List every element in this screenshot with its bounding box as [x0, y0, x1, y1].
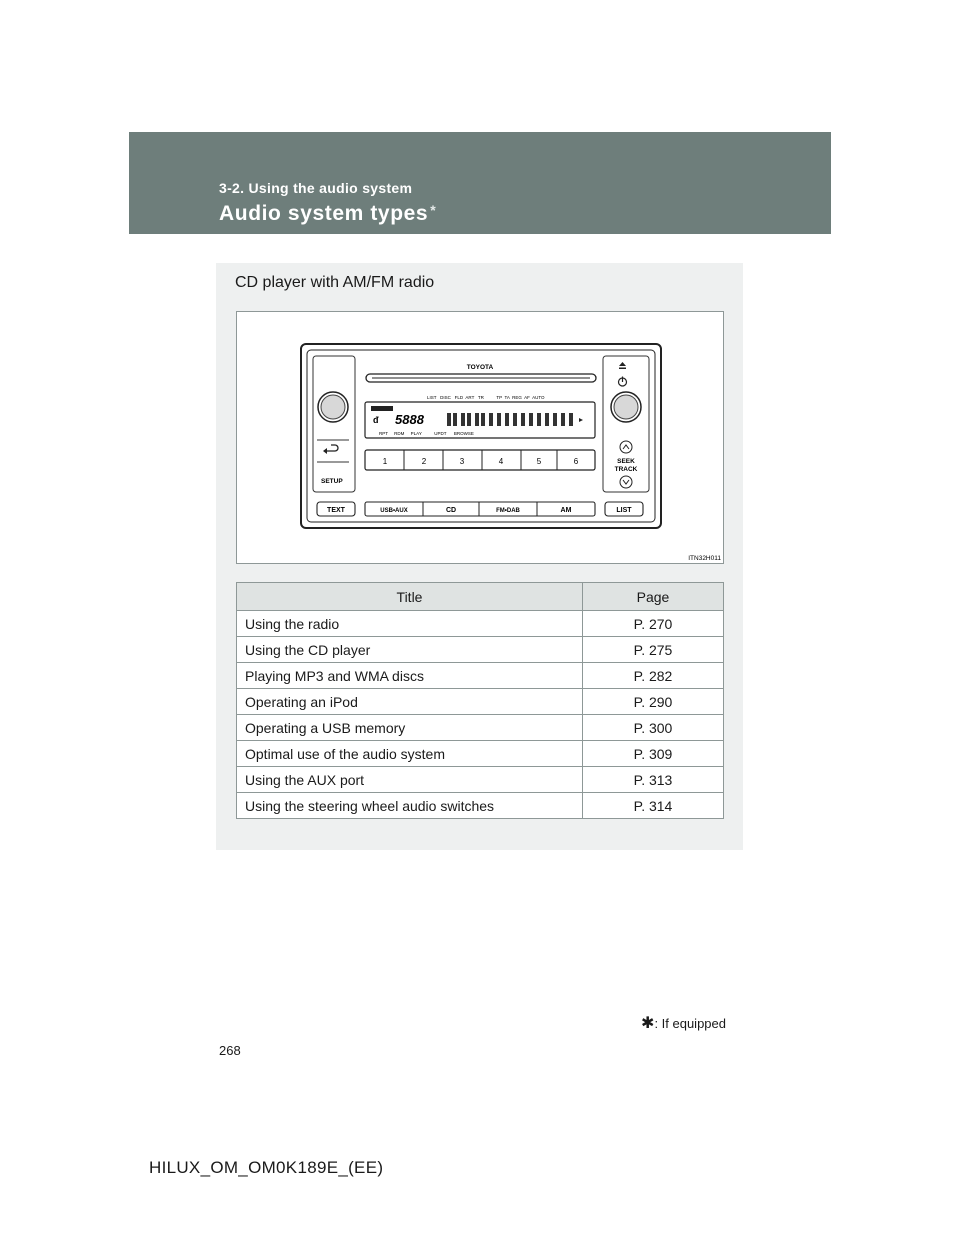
seek-up-icon: [619, 440, 633, 454]
power-icon: [617, 376, 628, 387]
column-header-page: Page: [582, 582, 724, 611]
am-label: AM: [561, 507, 572, 514]
svg-text:5888: 5888: [395, 412, 425, 427]
display-bottom-labels: RPT RDM PLAY UPDT BROWSE: [379, 431, 474, 436]
row-page: P. 275: [582, 636, 724, 663]
row-page: P. 270: [582, 610, 724, 637]
row-page: P. 314: [582, 792, 724, 819]
setup-label: SETUP: [321, 478, 343, 485]
section-title: 3-2. Using the audio system: [219, 180, 413, 196]
asterisk-icon: ✱: [641, 1015, 655, 1032]
row-page: P. 309: [582, 740, 724, 767]
row-title: Using the radio: [236, 610, 583, 637]
table-row: Operating a USB memory P. 300: [236, 714, 724, 741]
row-title: Using the CD player: [236, 636, 583, 663]
audio-topics-table: Title Page Using the radio P. 270 Using …: [236, 582, 724, 819]
preset-4: 4: [499, 457, 504, 466]
table-row: Using the AUX port P. 313: [236, 766, 724, 793]
cd-label: CD: [446, 507, 456, 514]
row-page: P. 282: [582, 662, 724, 689]
row-title: Optimal use of the audio system: [236, 740, 583, 767]
display-top-labels: LIST DISC FLD ART TR TP TA REG AF AUTO: [427, 395, 545, 400]
eject-icon: [619, 362, 626, 369]
seek-label: SEEK: [617, 458, 635, 465]
row-title: Playing MP3 and WMA discs: [236, 662, 583, 689]
preset-3: 3: [460, 457, 465, 466]
list-button-label: LIST: [616, 507, 632, 514]
tune-knob: [610, 391, 642, 423]
panel-caption: CD player with AM/FM radio: [235, 274, 435, 291]
row-title: Using the AUX port: [236, 766, 583, 793]
audio-system-panel: CD player with AM/FM radio TOYOTA: [216, 263, 743, 850]
row-page: P. 290: [582, 688, 724, 715]
table-row: Using the radio P. 270: [236, 610, 724, 637]
table-row: Operating an iPod P. 290: [236, 688, 724, 715]
row-page: P. 313: [582, 766, 724, 793]
if-equipped-mark: *: [430, 202, 437, 218]
row-page: P. 300: [582, 714, 724, 741]
text-button-label: TEXT: [327, 507, 346, 514]
row-title: Operating an iPod: [236, 688, 583, 715]
preset-6: 6: [574, 457, 579, 466]
page-heading: Audio system types*: [219, 202, 436, 226]
row-title: Using the steering wheel audio switches: [236, 792, 583, 819]
page-number: 268: [219, 1043, 241, 1058]
segment-display: [447, 413, 573, 426]
figure-code: ITN32H011: [688, 555, 721, 562]
preset-1: 1: [383, 457, 388, 466]
fm-dab-label: FM•DAB: [496, 508, 520, 514]
page-heading-text: Audio system types: [219, 202, 429, 225]
audio-unit-illustration: TOYOTA LIS: [300, 343, 721, 562]
svg-text:ᵭ: ᵭ: [373, 415, 379, 425]
track-label: TRACK: [615, 466, 638, 473]
table-row: Using the CD player P. 275: [236, 636, 724, 663]
table-row: Using the steering wheel audio switches …: [236, 792, 724, 819]
row-title: Operating a USB memory: [236, 714, 583, 741]
audio-unit-figure: TOYOTA LIS: [236, 311, 724, 564]
brand-label: TOYOTA: [467, 364, 494, 371]
document-code: HILUX_OM_OM0K189E_(EE): [149, 1158, 384, 1177]
volume-knob: [317, 391, 349, 423]
footnote-text: : If equipped: [654, 1016, 726, 1031]
preset-5: 5: [537, 457, 542, 466]
column-header-title: Title: [236, 582, 583, 611]
usb-aux-label: USB•AUX: [380, 508, 407, 514]
table-row: Optimal use of the audio system P. 309: [236, 740, 724, 767]
chapter-header: 3-2. Using the audio system Audio system…: [129, 132, 831, 234]
table-row: Playing MP3 and WMA discs P. 282: [236, 662, 724, 689]
seek-down-icon: [619, 475, 633, 489]
back-icon: [323, 444, 339, 454]
table-header-row: Title Page: [236, 582, 724, 611]
footnote: ✱: If equipped: [641, 1013, 726, 1033]
preset-2: 2: [422, 457, 427, 466]
